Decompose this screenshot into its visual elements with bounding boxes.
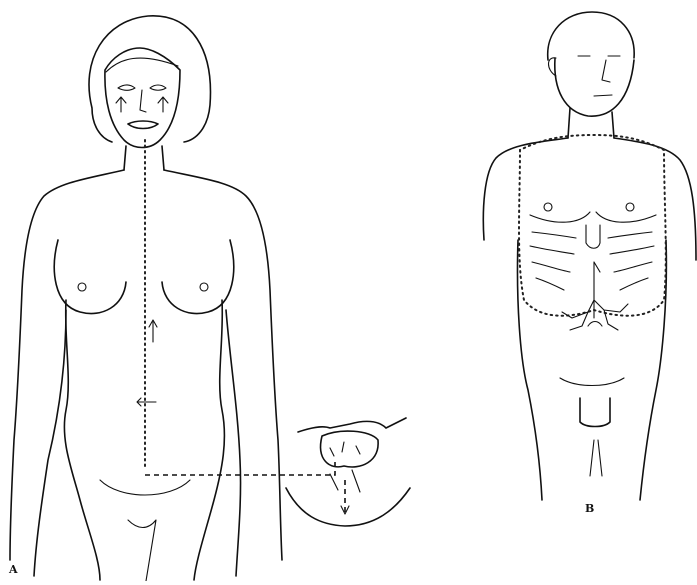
female-right-eye <box>150 85 166 90</box>
inset-tongue <box>321 431 379 467</box>
female-mouth <box>128 121 158 129</box>
male-mouth <box>594 95 612 96</box>
male-groin <box>560 378 624 386</box>
female-left-breast <box>54 240 126 314</box>
female-nose <box>140 90 146 112</box>
female-left-side <box>64 300 100 580</box>
male-left-ribs <box>530 232 576 290</box>
male-xiphoid <box>586 225 600 248</box>
female-right-nipple <box>200 283 208 291</box>
female-right-inner-arm <box>226 310 241 576</box>
thoracic-dotted-outline <box>519 135 666 316</box>
female-hair <box>89 16 210 142</box>
female-left-nipple <box>78 283 86 291</box>
female-right-side <box>194 300 224 580</box>
male-hair <box>548 12 634 60</box>
male-umbilicus <box>588 322 602 327</box>
male-nose <box>602 60 610 82</box>
panel-label-b: B <box>585 502 594 515</box>
male-left-arm <box>483 138 568 240</box>
male-genital-outline <box>580 398 610 427</box>
left-cheek-arrow-icon <box>116 97 126 112</box>
female-fringe <box>106 58 178 72</box>
female-right-arm <box>164 170 282 560</box>
female-right-breast <box>162 240 234 314</box>
abdominal-vessel-branches <box>562 262 628 330</box>
inset-upper-lip <box>298 418 406 432</box>
female-groin <box>100 480 190 581</box>
midline-up-arrow-icon <box>149 320 157 342</box>
male-face <box>555 58 634 116</box>
right-cheek-arrow-icon <box>158 97 168 112</box>
female-left-eye <box>118 85 135 90</box>
male-right-ribs <box>608 232 654 290</box>
male-right-nipple <box>626 203 634 211</box>
female-figure <box>10 16 335 581</box>
female-left-inner-arm <box>34 310 66 576</box>
male-leg-gap <box>590 440 602 476</box>
panel-label-a: A <box>9 563 18 576</box>
male-figure <box>483 12 696 500</box>
male-left-nipple <box>544 203 552 211</box>
male-right-arm <box>614 138 696 260</box>
midline-sideways-arrow-icon <box>137 398 156 406</box>
male-pectorals <box>530 212 656 222</box>
inset-oral-region <box>286 418 410 526</box>
